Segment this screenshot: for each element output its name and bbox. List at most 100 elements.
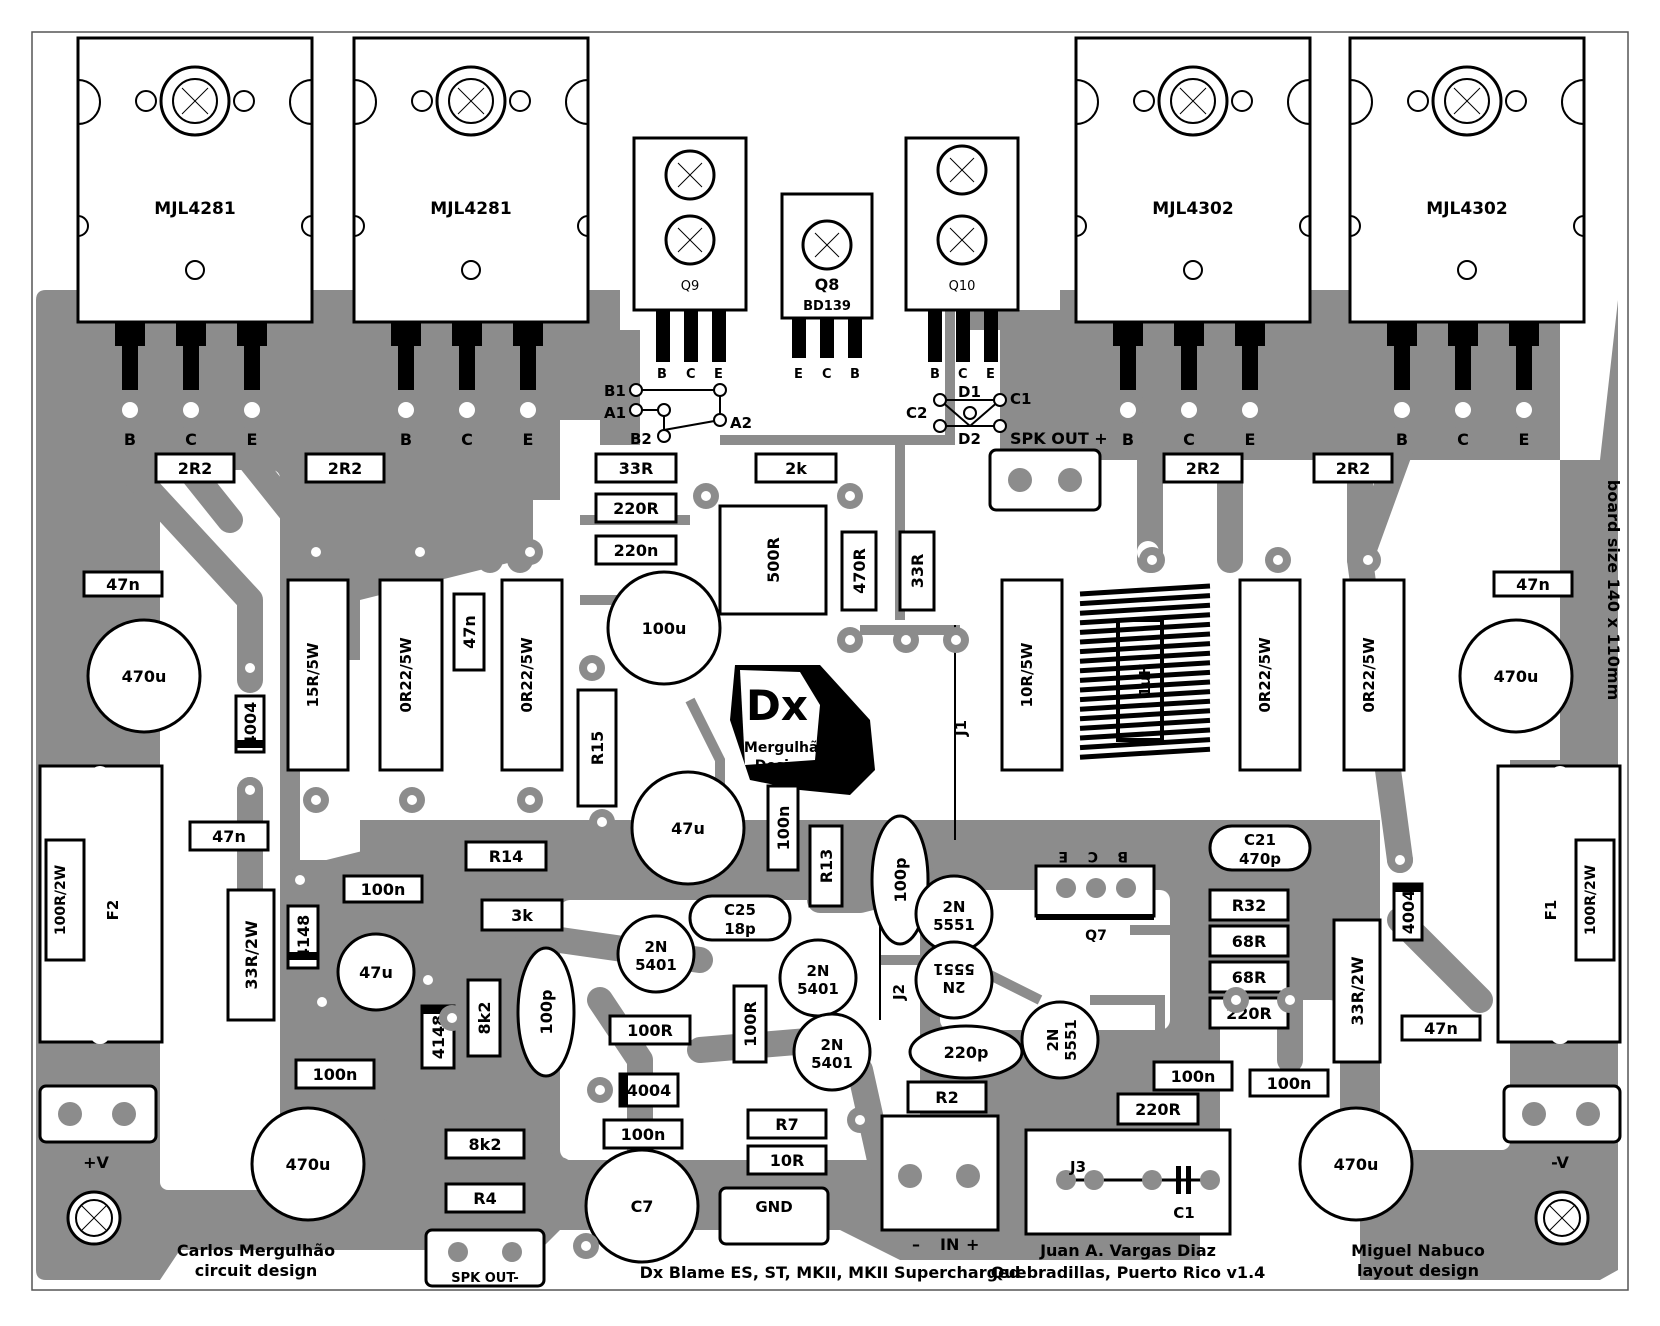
r-33r2w-right-label: 33R/2W <box>1348 956 1367 1026</box>
r-100r2w-right: 100R/2W <box>1583 865 1599 935</box>
pad-c2: C2 <box>906 404 927 422</box>
r4: R4 <box>444 1182 526 1214</box>
d-4004-left-label: 4004 <box>241 702 260 747</box>
q-out-3-label: MJL4302 <box>1152 199 1233 219</box>
speaker-out-minus-terminal: SPK OUT- <box>424 1228 546 1288</box>
c-100n-vert: 100n <box>766 784 800 872</box>
q-5401-b-label: 5401 <box>797 980 839 998</box>
input-terminal: – IN + <box>880 1114 1000 1254</box>
c-100p-b: 100p <box>516 946 576 1078</box>
j1-label: J1 <box>952 720 970 737</box>
c-47u-big: 47u <box>630 770 746 886</box>
c-470u-left: 470u <box>86 618 202 734</box>
q-out-2-pin-c: C <box>461 430 473 449</box>
pad-b1: B1 <box>604 382 626 400</box>
c-100n-c: 100n <box>602 1118 684 1150</box>
r-33r-vert-label: 33R <box>908 554 927 589</box>
q-out-2-pin-e: E <box>523 430 534 449</box>
r-15r5w-label: 15R/5W <box>304 642 322 707</box>
r-0r22-label-3: 0R22/5W <box>1256 637 1274 713</box>
r-100r-v-label: 100R <box>741 1001 760 1047</box>
r-2r2-4: 2R2 <box>1312 452 1394 484</box>
c-47n-mid: 47n <box>452 592 486 672</box>
r-10r: 10R <box>746 1144 828 1176</box>
q10-pin-e: E <box>986 367 995 382</box>
pot-500r-label: 500R <box>764 537 783 583</box>
pot-500r: 500R <box>718 504 828 616</box>
r7: R7 <box>746 1108 828 1140</box>
q-out-2-label: MJL4281 <box>430 199 511 219</box>
r-220r-top-label: 220R <box>613 499 659 518</box>
r-68r-2: 68R <box>1208 960 1290 994</box>
r-2k: 2k <box>754 452 838 484</box>
credit-layout-role: layout design <box>1357 1261 1479 1280</box>
pads <box>237 483 1413 1259</box>
q-5551-c-label: 5551 <box>1062 1019 1080 1061</box>
r-2r2-1-label: 2R2 <box>178 459 213 478</box>
c-47n-lower-right: 47n <box>1400 1014 1482 1042</box>
j3-c1-block: J3 C1 <box>1024 1128 1232 1236</box>
r-8k2-vert: 8k2 <box>466 978 502 1058</box>
c7-label: C7 <box>631 1197 654 1216</box>
credit-layout-name: Miguel Nabuco <box>1351 1241 1485 1260</box>
logo-dx: Dx <box>746 681 808 730</box>
q7-transistor: Q7 B C E <box>1034 848 1156 944</box>
j3-label: J3 <box>1069 1158 1086 1176</box>
r-33r-top-label: 33R <box>619 459 654 478</box>
r-3k: 3k <box>480 898 564 932</box>
r14-label: R14 <box>489 847 524 866</box>
fuse-holders: 100R/2W F2 100R/2W F1 <box>38 764 1622 1044</box>
c-220n-label: 220n <box>614 541 659 560</box>
logo: Dx Mergulhão Designs <box>730 665 875 795</box>
c-470u-bottom-right: 470u <box>1298 1106 1414 1222</box>
d-4004-mid: 4004 <box>618 1072 680 1108</box>
q7-label: Q7 <box>1085 928 1107 944</box>
r-2r2-3: 2R2 <box>1162 452 1244 484</box>
c-47n-left-label: 47n <box>106 575 140 594</box>
r15-label: R15 <box>588 731 607 766</box>
r-8k2-h: 8k2 <box>444 1128 526 1160</box>
credit-circuit-name: Carlos Mergulhão <box>177 1241 335 1260</box>
q-out-4-label: MJL4302 <box>1426 199 1507 219</box>
power-terminals: +V -V <box>38 1084 1622 1172</box>
q8-label: Q8 <box>815 275 840 294</box>
q-out-1-pin-c: C <box>185 430 197 449</box>
c-100n-e: 100n <box>1248 1068 1330 1098</box>
c7: C7 <box>584 1148 700 1264</box>
q-out-4-pin-e: E <box>1519 430 1530 449</box>
in-minus-label: – <box>912 1235 920 1254</box>
pad-a2: A2 <box>730 414 752 432</box>
f2-label: F2 <box>104 900 122 921</box>
c21-label: C21 <box>1244 831 1276 849</box>
c-100n-d-label: 100n <box>1171 1067 1216 1086</box>
c-100n-vert-label: 100n <box>774 806 793 851</box>
mounting-holes <box>66 1190 1590 1246</box>
q9-pin-c: C <box>686 367 696 382</box>
c25-value: 18p <box>724 920 756 938</box>
r32-label: R32 <box>1232 896 1267 915</box>
credit-circuit-role: circuit design <box>195 1261 318 1280</box>
plus-v-label: +V <box>83 1153 109 1172</box>
q-out-3-pin-b: B <box>1122 430 1134 449</box>
c-100n-b-label: 100n <box>313 1065 358 1084</box>
c-100u: 100u <box>606 570 722 686</box>
q8-pin-c: C <box>822 367 832 382</box>
c-470u-bottom-label: 470u <box>286 1155 331 1174</box>
c-100p-a-label: 100p <box>891 858 910 903</box>
r-100r-h: 100R <box>608 1014 692 1046</box>
c-47n-left: 47n <box>82 570 164 598</box>
c-100p-a: 100p <box>870 814 930 946</box>
r-220r-low: 220R <box>1116 1092 1200 1126</box>
q10-pin-b: B <box>930 367 940 382</box>
r-470r: 470R <box>840 530 878 612</box>
spk-out-plus-label: SPK OUT + <box>1010 429 1108 448</box>
r-220r-low-label: 220R <box>1135 1100 1181 1119</box>
c-470u-right: 470u <box>1458 618 1574 734</box>
logo-line1: Mergulhão <box>744 740 829 756</box>
